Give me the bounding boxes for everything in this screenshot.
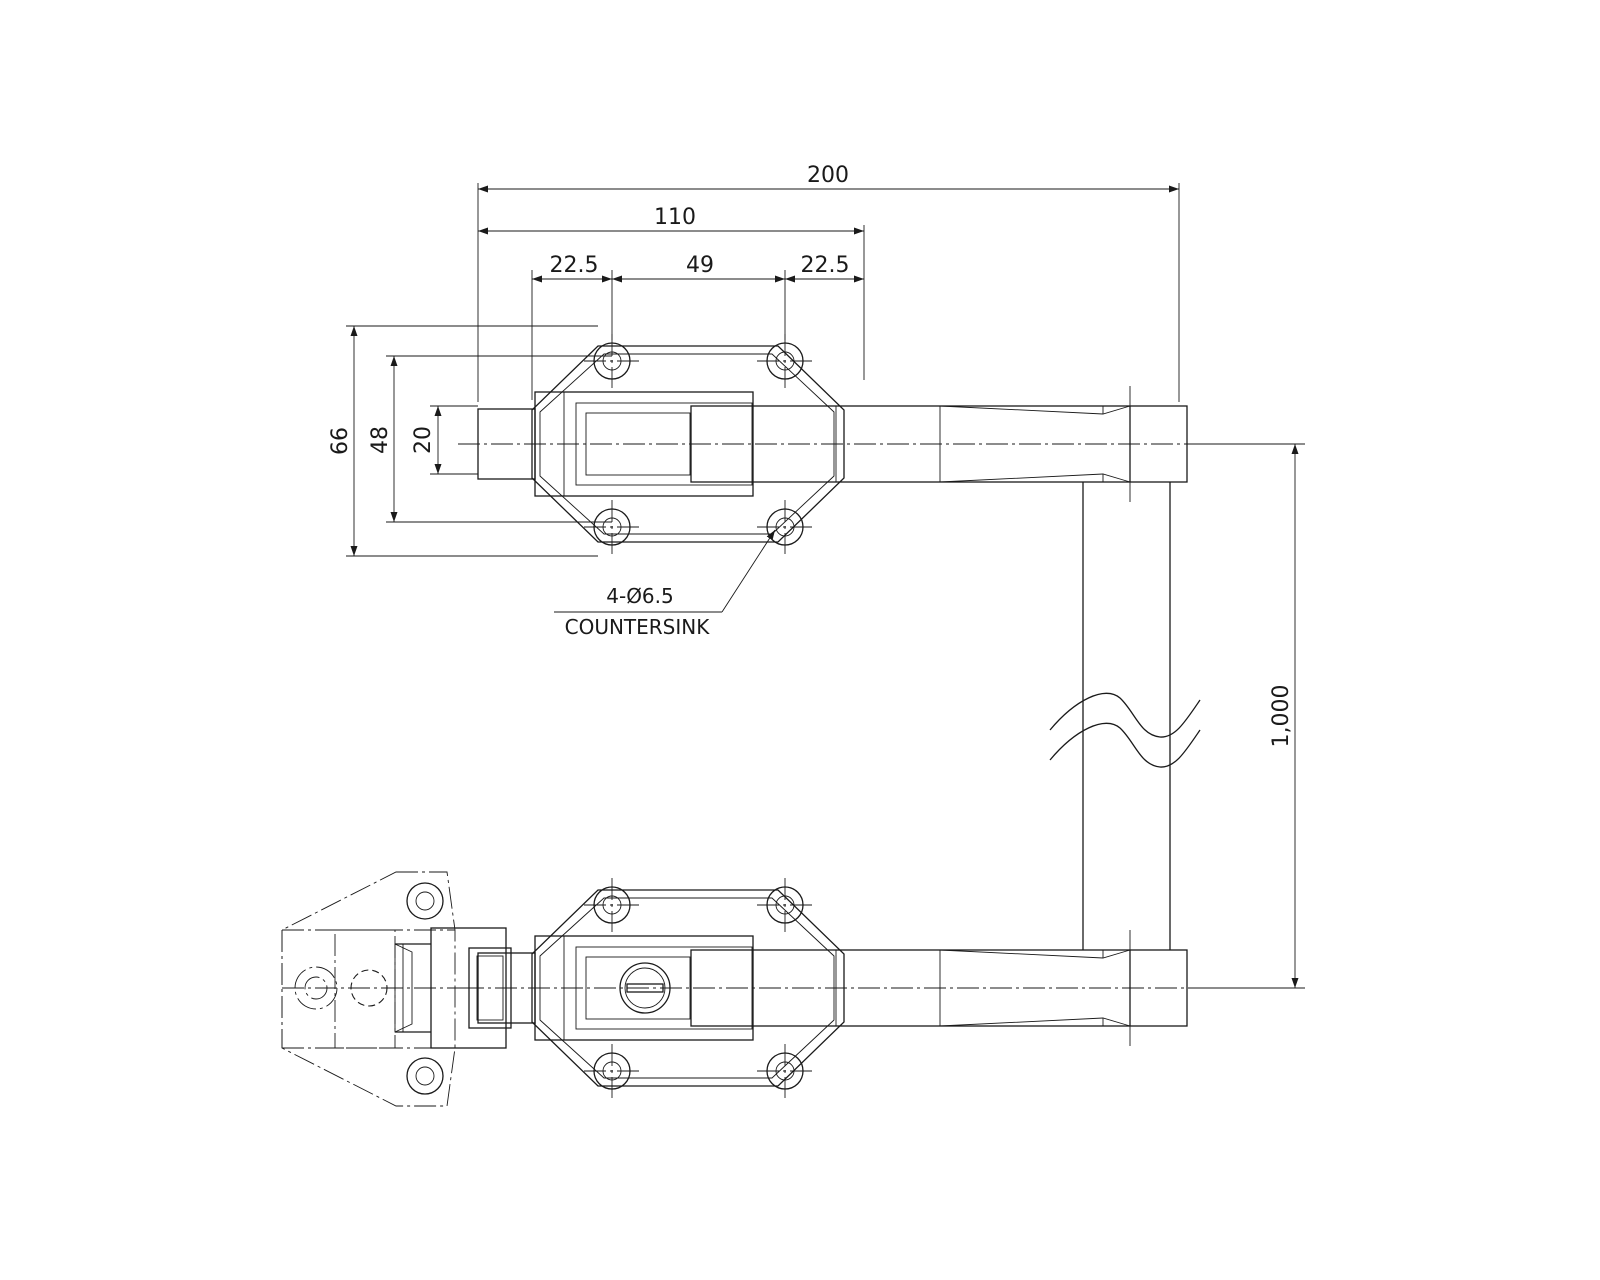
extension-lines	[346, 183, 1305, 989]
dim-bar-height: 20	[411, 406, 442, 474]
dim-handle-spacing: 1,000	[1269, 444, 1299, 988]
connecting-rod	[1049, 482, 1201, 950]
dim-overall-width: 200	[478, 163, 1179, 193]
dim-hole-vertical: 48	[368, 356, 398, 522]
hole-callout-size: 4-Ø6.5	[606, 584, 674, 608]
dim-label-110: 110	[654, 205, 696, 230]
dim-bracket-width: 110	[478, 205, 864, 235]
dim-label-1000: 1,000	[1269, 685, 1294, 748]
dim-label-20: 20	[411, 426, 436, 454]
dim-hole-chain: 22.5 49 22.5	[532, 253, 864, 283]
hole-callout: 4-Ø6.5 COUNTERSINK	[554, 529, 776, 639]
dim-label-200: 200	[807, 163, 849, 188]
dim-label-66: 66	[328, 427, 353, 455]
dim-label-hole-spacing: 49	[686, 253, 714, 278]
dim-label-left-margin: 22.5	[550, 253, 599, 278]
dim-label-right-margin: 22.5	[801, 253, 850, 278]
hole-callout-type: COUNTERSINK	[565, 615, 711, 639]
strike-plate	[281, 871, 507, 1107]
dim-label-48: 48	[368, 426, 393, 454]
dim-bracket-height: 66	[328, 326, 358, 556]
